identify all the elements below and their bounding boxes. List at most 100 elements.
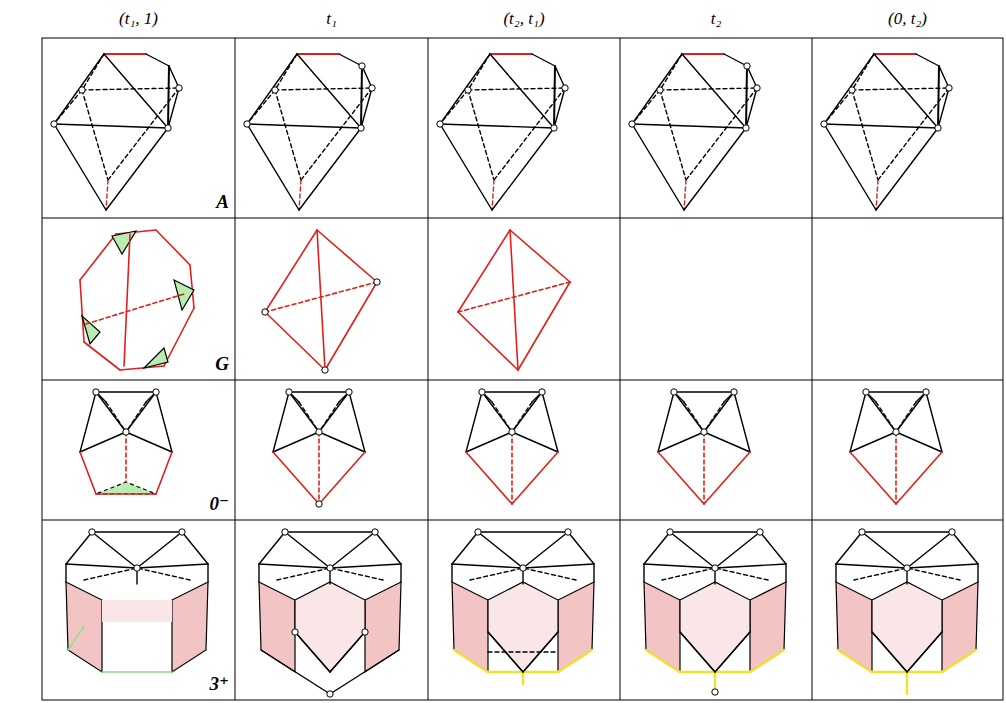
vertex-dot <box>51 121 57 127</box>
polyhedron-edge <box>876 402 896 432</box>
polyhedron-edge <box>510 230 570 282</box>
polyhedron-edge <box>593 564 594 582</box>
polyhedron-edge <box>907 632 942 672</box>
vertex-dot <box>79 87 85 93</box>
polyhedron-edge <box>703 432 705 504</box>
polyhedron-edge <box>896 452 942 504</box>
polyhedron-edge <box>872 632 907 672</box>
vertex-dot <box>863 389 869 395</box>
polyhedron-edge <box>660 88 757 90</box>
polyhedron-edge <box>66 564 137 568</box>
column-header: t₁ <box>326 9 337 29</box>
polyhedron-edge <box>907 532 952 568</box>
polyhedron-edge <box>554 88 565 128</box>
polyhedron-edge <box>876 128 938 210</box>
polyhedron-edge <box>297 53 339 55</box>
polyhedron-edge <box>488 632 523 672</box>
polyhedron-face <box>558 582 594 672</box>
polyhedron-face <box>144 348 168 368</box>
polyhedron-edge <box>65 564 66 582</box>
polyhedron-edge <box>468 90 494 180</box>
polyhedron-edge <box>478 532 523 568</box>
polyhedron-edge <box>785 564 786 582</box>
polyhedron-edge <box>247 124 299 210</box>
vertex-dot <box>179 529 185 535</box>
vertex-dot <box>551 125 557 131</box>
polyhedron-edge <box>325 282 377 370</box>
polyhedron-edge <box>289 391 349 392</box>
polyhedron-edge <box>646 650 680 672</box>
polyhedron-edge <box>125 432 127 482</box>
table-rule <box>42 380 1003 381</box>
polyhedron-edge <box>247 124 361 128</box>
polyhedron-edge <box>126 392 156 432</box>
polyhedron-edge <box>106 402 126 432</box>
row-label: G <box>215 353 229 375</box>
vertex-dot <box>316 429 322 435</box>
polyhedron-edge <box>838 650 872 672</box>
row-label-text: A <box>216 191 229 212</box>
vertex-dot <box>272 87 278 93</box>
polyhedron-edge <box>852 88 949 90</box>
polyhedron-edge <box>440 54 490 124</box>
polyhedron-edge <box>750 650 784 672</box>
polyhedron-edge <box>523 532 568 568</box>
polyhedron-edge <box>164 308 194 366</box>
vertex-dot <box>849 87 855 93</box>
polyhedron-edge <box>862 531 952 532</box>
polyhedron-edge <box>632 54 682 124</box>
polyhedron-edge <box>318 432 320 504</box>
polyhedron-edge <box>835 564 836 582</box>
polyhedron-edge <box>854 568 907 580</box>
polyhedron-edge <box>349 392 365 452</box>
vertex-dot <box>946 85 952 91</box>
vertex-dot <box>327 565 333 571</box>
polyhedron-edge <box>273 432 319 452</box>
polyhedron-edge <box>907 564 978 568</box>
polyhedron-edge <box>492 180 494 210</box>
polyhedron-edge <box>512 432 558 452</box>
polyhedron-edge <box>518 282 570 370</box>
vertex-dot <box>743 125 749 131</box>
polyhedron-edge <box>660 90 686 180</box>
polyhedron-edge <box>670 532 715 568</box>
polyhedron-edge <box>86 294 184 324</box>
polyhedron-face <box>872 582 942 672</box>
vertex-dot <box>93 389 99 395</box>
polyhedron-edge <box>862 532 907 568</box>
polyhedron-edge <box>824 54 874 124</box>
polyhedron-edge <box>156 452 172 494</box>
polyhedron-edge <box>682 53 724 55</box>
polyhedron-edge <box>265 312 325 370</box>
polyhedron-edge <box>482 392 512 432</box>
polyhedron-edge <box>907 568 960 580</box>
polyhedron-edge <box>454 650 488 672</box>
vertex-dot <box>89 529 95 535</box>
polyhedron-edge <box>874 53 916 55</box>
column-header: (t₂, t₁) <box>503 9 544 29</box>
polyhedron-edge <box>82 90 108 180</box>
polyhedron-edge <box>684 128 746 210</box>
vertex-dot <box>134 565 140 571</box>
column-header-text: (0, t₂) <box>888 9 927 28</box>
polyhedron-edge <box>938 88 949 128</box>
polyhedron-edge <box>440 124 492 210</box>
polyhedron-edge <box>126 402 146 432</box>
polyhedron-edge <box>836 564 907 568</box>
table-rule <box>428 38 429 700</box>
polyhedron-edge <box>80 432 126 452</box>
row-label-text: G <box>215 353 229 374</box>
polyhedron-edge <box>106 180 108 210</box>
polyhedron-edge <box>643 564 644 582</box>
vertex-dot <box>437 121 443 127</box>
polyhedron-edge <box>285 531 375 532</box>
polyhedron-edge <box>137 564 208 568</box>
polyhedron-edge <box>523 632 558 672</box>
vertex-dot <box>362 629 368 635</box>
vertex-dot <box>731 389 737 395</box>
polyhedron-edge <box>330 568 383 580</box>
polyhedron-edge <box>852 90 878 180</box>
polyhedron-edge <box>54 54 104 124</box>
table-rule <box>235 38 236 700</box>
polyhedron-edge <box>670 531 760 532</box>
